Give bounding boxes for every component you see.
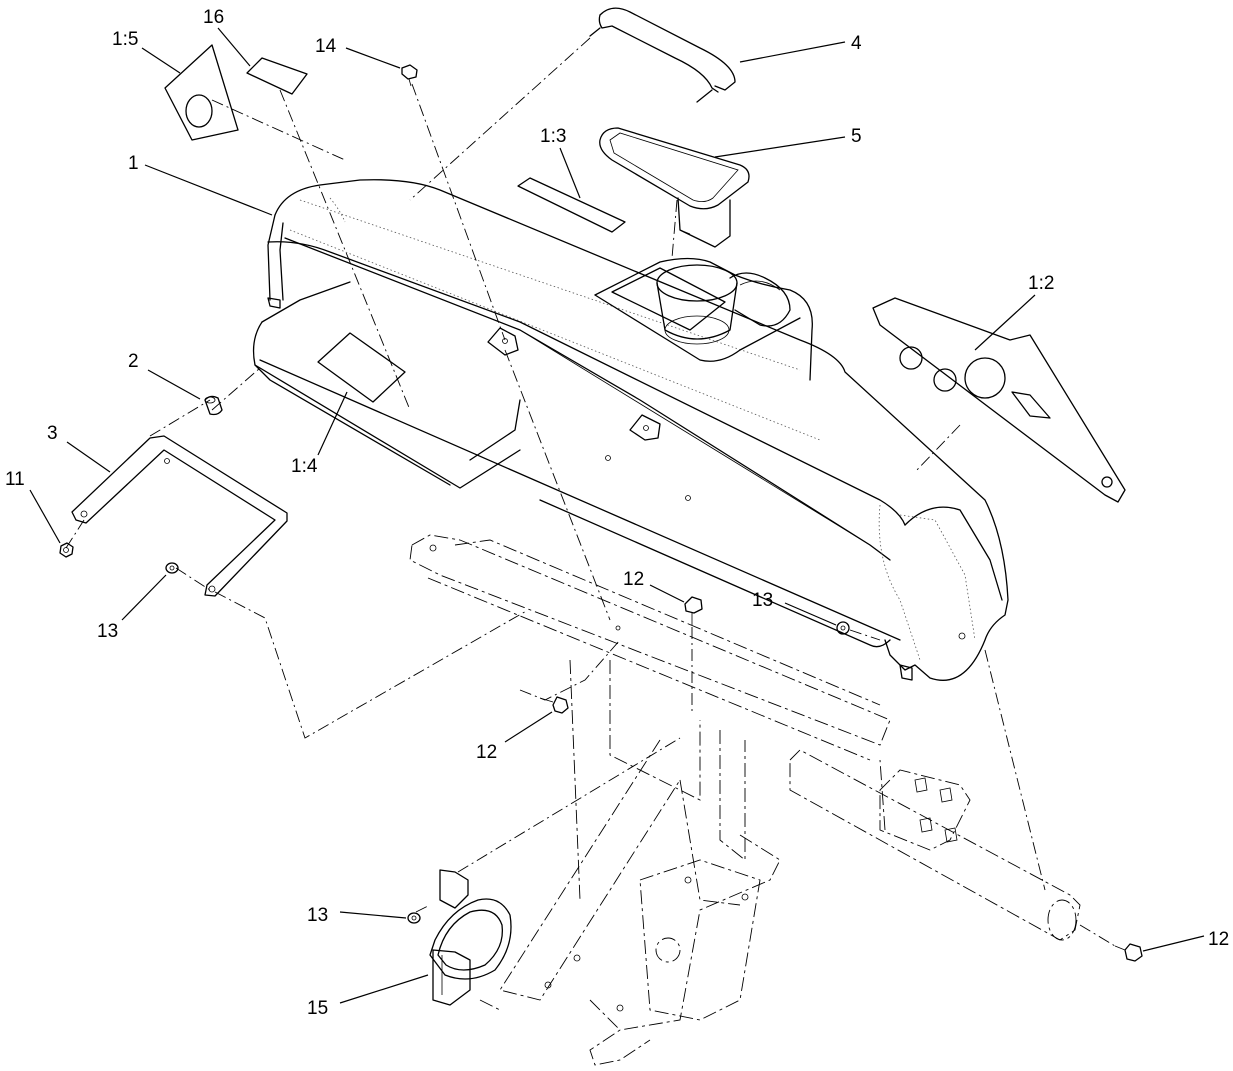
- bracket-3: [71, 435, 288, 597]
- callout-2: 2: [128, 351, 139, 372]
- console-cover: [252, 179, 1009, 681]
- nut-13-right: [836, 621, 850, 635]
- callout-5: 5: [851, 126, 862, 147]
- callout-16: 16: [203, 7, 224, 28]
- callout-15: 15: [307, 998, 328, 1019]
- callout-1-3: 1:3: [540, 126, 566, 147]
- callout-12-top: 12: [623, 569, 644, 590]
- horn-15: [429, 869, 512, 1006]
- callout-12-right: 12: [1208, 929, 1229, 950]
- callout-1: 1: [128, 153, 139, 174]
- decal-1-2: [872, 297, 1126, 503]
- nut-13-bottom: [407, 912, 421, 924]
- callout-3: 3: [47, 423, 58, 444]
- callout-11: 11: [5, 469, 25, 490]
- label-16: [246, 57, 308, 95]
- bolt-12-right: [1114, 943, 1143, 962]
- callout-1-2: 1:2: [1028, 273, 1054, 294]
- spacer-2: [204, 395, 223, 416]
- assembly-lines: [65, 37, 1116, 947]
- support-frame-phantom: [409, 534, 1081, 1066]
- nut-11: [59, 542, 74, 558]
- callouts: 1:5 16 14 4 1:3 5 1 1:2 2 3 1:4 11: [5, 7, 1229, 1019]
- handle-4: [589, 7, 736, 103]
- callout-1-4: 1:4: [291, 456, 318, 477]
- callout-13-right: 13: [752, 590, 773, 611]
- nut-13-left: [165, 562, 179, 574]
- callout-13-bottom: 13: [307, 905, 328, 926]
- screw-14: [401, 64, 418, 87]
- decal-1-5: [164, 44, 239, 141]
- callout-4: 4: [851, 33, 862, 54]
- callout-1-5: 1:5: [112, 29, 138, 50]
- tray-5: [599, 127, 750, 248]
- callout-12-mid: 12: [476, 742, 497, 763]
- callout-14: 14: [315, 36, 337, 57]
- bolt-12-top: [684, 596, 703, 625]
- callout-13-left: 13: [97, 621, 118, 642]
- decal-1-3: [517, 177, 626, 233]
